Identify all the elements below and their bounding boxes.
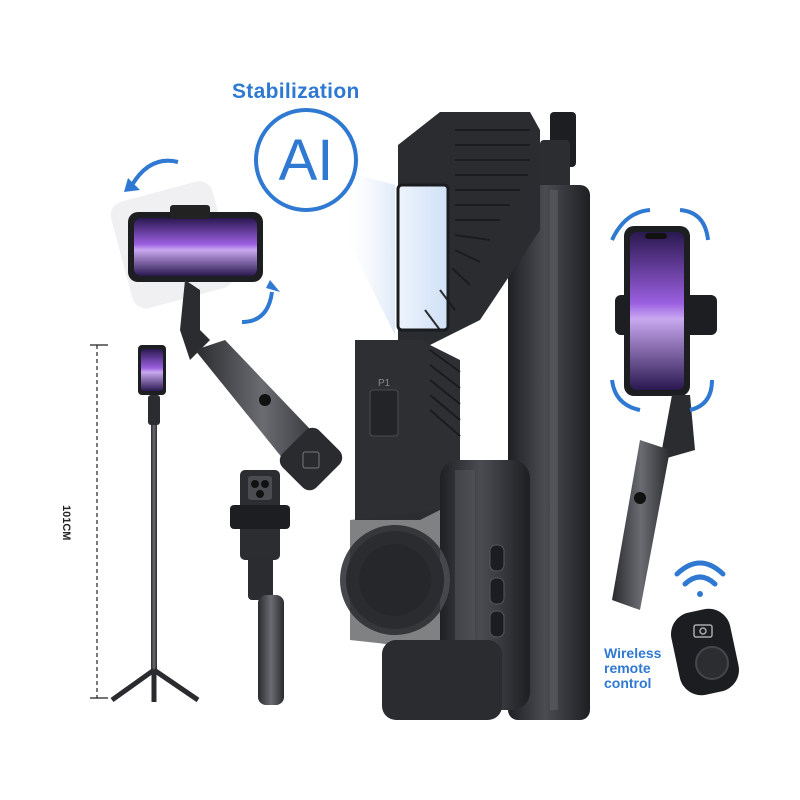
main-gimbal: P1 (340, 112, 590, 720)
rotate-arrow-icon (610, 379, 641, 412)
rotate-arrow-icon (124, 178, 140, 192)
remote-label-line: Wireless (604, 645, 662, 661)
portrait-gimbal (612, 226, 717, 610)
tripod-stick (90, 344, 200, 703)
height-label: 101CM (60, 505, 72, 541)
rotating-gimbal (110, 181, 343, 491)
remote-label: Wireless remote control (604, 646, 684, 691)
remote-label-line: remote (604, 660, 651, 676)
camera-icon (693, 624, 713, 638)
rotate-arrow-icon (610, 208, 651, 241)
wifi-icon (674, 560, 726, 597)
rear-view-gimbal (230, 470, 290, 705)
remote-label-line: control (604, 675, 652, 691)
stabilization-label: Stabilization (232, 80, 360, 103)
remote-control (671, 608, 739, 696)
ai-badge: AI (254, 108, 358, 212)
svg-text:P1: P1 (378, 378, 391, 389)
rotate-arrow-icon (241, 291, 274, 324)
rotate-arrow-icon (130, 158, 179, 187)
rotate-arrow-icon (679, 208, 710, 241)
light-beam (340, 170, 395, 335)
rotate-arrow-icon (266, 280, 280, 292)
rotate-arrow-icon (689, 379, 714, 412)
